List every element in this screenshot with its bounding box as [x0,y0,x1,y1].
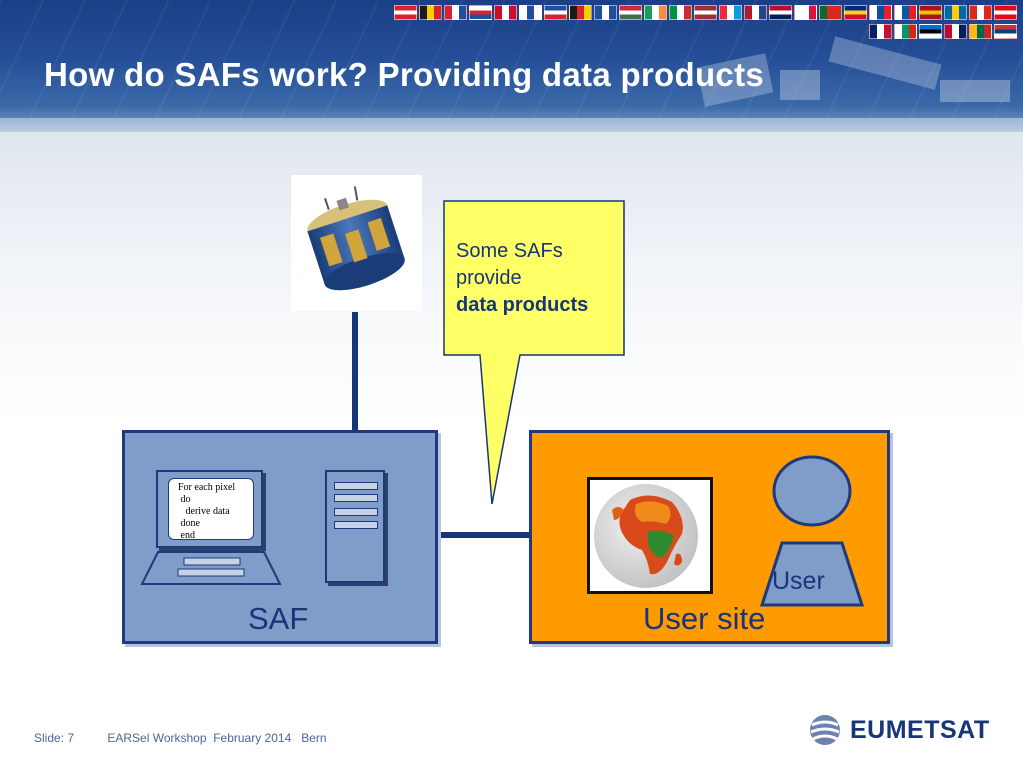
flag-icon [894,5,917,20]
slide-number: Slide: 7 [34,731,75,745]
server-bay [334,508,378,516]
user-person-icon [759,455,865,607]
flag-icon [994,5,1017,20]
code-line: end [178,530,195,541]
flag-icon [394,5,417,20]
code-line: derive data [178,506,230,517]
flag-icon [894,24,917,39]
server-bay [334,521,378,529]
flag-icon [744,5,767,20]
code-line: do [178,494,191,505]
keyboard-icon [140,551,282,585]
flag-icon [669,5,692,20]
saf-label: SAF [248,601,309,636]
user-label: User [772,567,825,595]
flag-icon [844,5,867,20]
callout-line-2: provide [456,267,522,289]
flag-icon [569,5,592,20]
flag-icon [544,5,567,20]
flag-icon [619,5,642,20]
flag-icon [869,5,892,20]
footer: Slide: 7 EARSel Workshop February 2014 B… [34,731,327,745]
header-banner [0,0,1023,132]
flag-icon [794,5,817,20]
flag-icon [994,24,1017,39]
flag-icon [819,5,842,20]
flag-icon [919,24,942,39]
server-tower-icon [325,470,385,583]
flag-icon [869,24,892,39]
callout-bubble [443,200,625,505]
code-line: done [178,518,200,529]
member-state-flags [392,5,1017,41]
flag-icon [644,5,667,20]
flag-icon [519,5,542,20]
flag-icon [944,5,967,20]
flag-icon [594,5,617,20]
callout-line-3: data products [456,294,589,316]
callout-text: Some SAFs provide data products [456,238,626,319]
flag-icon [969,5,992,20]
flag-icon [469,5,492,20]
monitor-screen-code: For each pixel do derive data done end [168,478,254,541]
eumetsat-globe-icon [810,715,840,745]
flag-icon [769,5,792,20]
header-strip [0,118,1023,132]
globe-image [587,477,713,594]
flag-icon [919,5,942,20]
server-bay [334,494,378,502]
flag-icon [719,5,742,20]
flag-icon [494,5,517,20]
flag-icon [969,24,992,39]
flag-icon [694,5,717,20]
satellite-icon [307,186,405,291]
user-site-label: User site [643,601,766,636]
event-info: EARSel Workshop February 2014 Bern [107,731,327,745]
flag-icon [419,5,442,20]
satellite-decoration-icon [696,36,1010,107]
flag-icon [944,24,967,39]
eumetsat-logo: EUMETSAT [808,712,990,748]
callout-line-1: Some SAFs [456,240,563,262]
page-title: How do SAFs work? Providing data product… [44,56,765,93]
server-bay [334,482,378,490]
earth-globe-icon [594,484,698,588]
flag-icon [444,5,467,20]
satellite-image [291,175,422,311]
code-line: For each pixel [178,482,236,493]
logo-text: EUMETSAT [850,715,990,744]
